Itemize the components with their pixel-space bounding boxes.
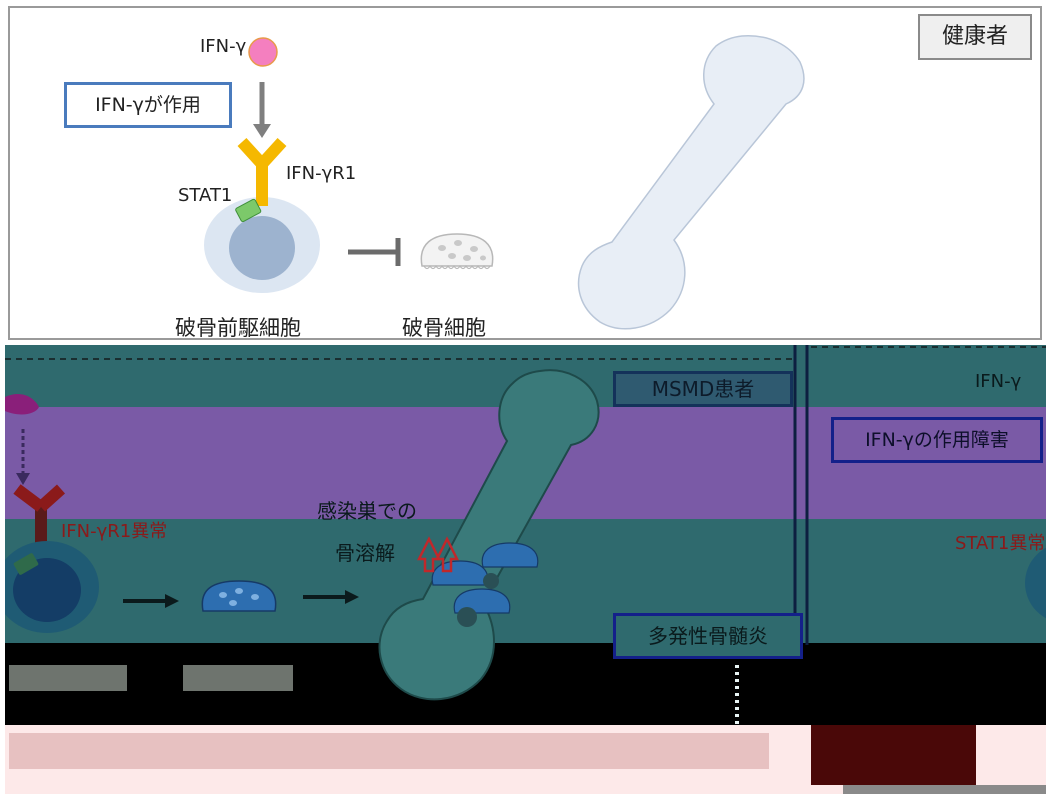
impaired-action-box: IFN-γの作用障害 [831,417,1043,463]
signal-arrow-head-icon [253,124,271,138]
healthy-bone-icon [577,35,805,330]
osteoclast-faded-icon [420,233,494,270]
osteomyelitis-box: 多発性骨髄炎 [613,613,803,659]
healthy-diagram [204,35,805,330]
osteoclast-label: 破骨細胞 [402,316,486,340]
msmd-band-black [5,643,1046,725]
receptor-abnormal-label: IFN-γR1異常 [61,521,168,542]
precursor-cell-label: 破骨前駆細胞 [175,316,301,340]
ifn-gamma-label-right: IFN-γ [975,371,1022,392]
dark-block [811,725,976,785]
ifn-action-box: IFN-γが作用 [64,82,232,128]
msmd-band-mid [5,519,1046,643]
receptor-label: IFN-γR1 [286,163,357,184]
infection-label-line1: 感染巣での [317,499,417,523]
increase-arrows-icon [416,536,460,573]
abnormal-receptor-icon [13,484,66,553]
healthy-badge: 健康者 [918,14,1032,60]
ifn-gamma-label: IFN-γ [200,36,247,57]
msmd-badge: MSMD患者 [613,371,793,407]
osteoclast-active-icon [201,580,277,612]
msmd-bone-icon [378,369,600,701]
ifn-ball-partial-icon [5,394,39,415]
precursor-cell-nucleus [229,216,295,280]
receptor-icon [237,137,287,206]
stat1-label: STAT1 [178,185,233,206]
infection-label-line2: 骨溶解 [335,541,395,565]
osteoclast-cluster-icon [431,542,539,627]
msmd-panel: MSMD患者 IFN-γの作用障害 IFN-γ IFN-γR1異常 STAT1異… [5,345,1046,794]
stat1-icon [235,198,262,223]
msmd-diagram [5,345,1046,794]
ifn-gamma-ball-icon [248,37,278,67]
stat1-abnormal-label: STAT1異常 [955,533,1046,554]
healthy-panel [8,6,1042,340]
